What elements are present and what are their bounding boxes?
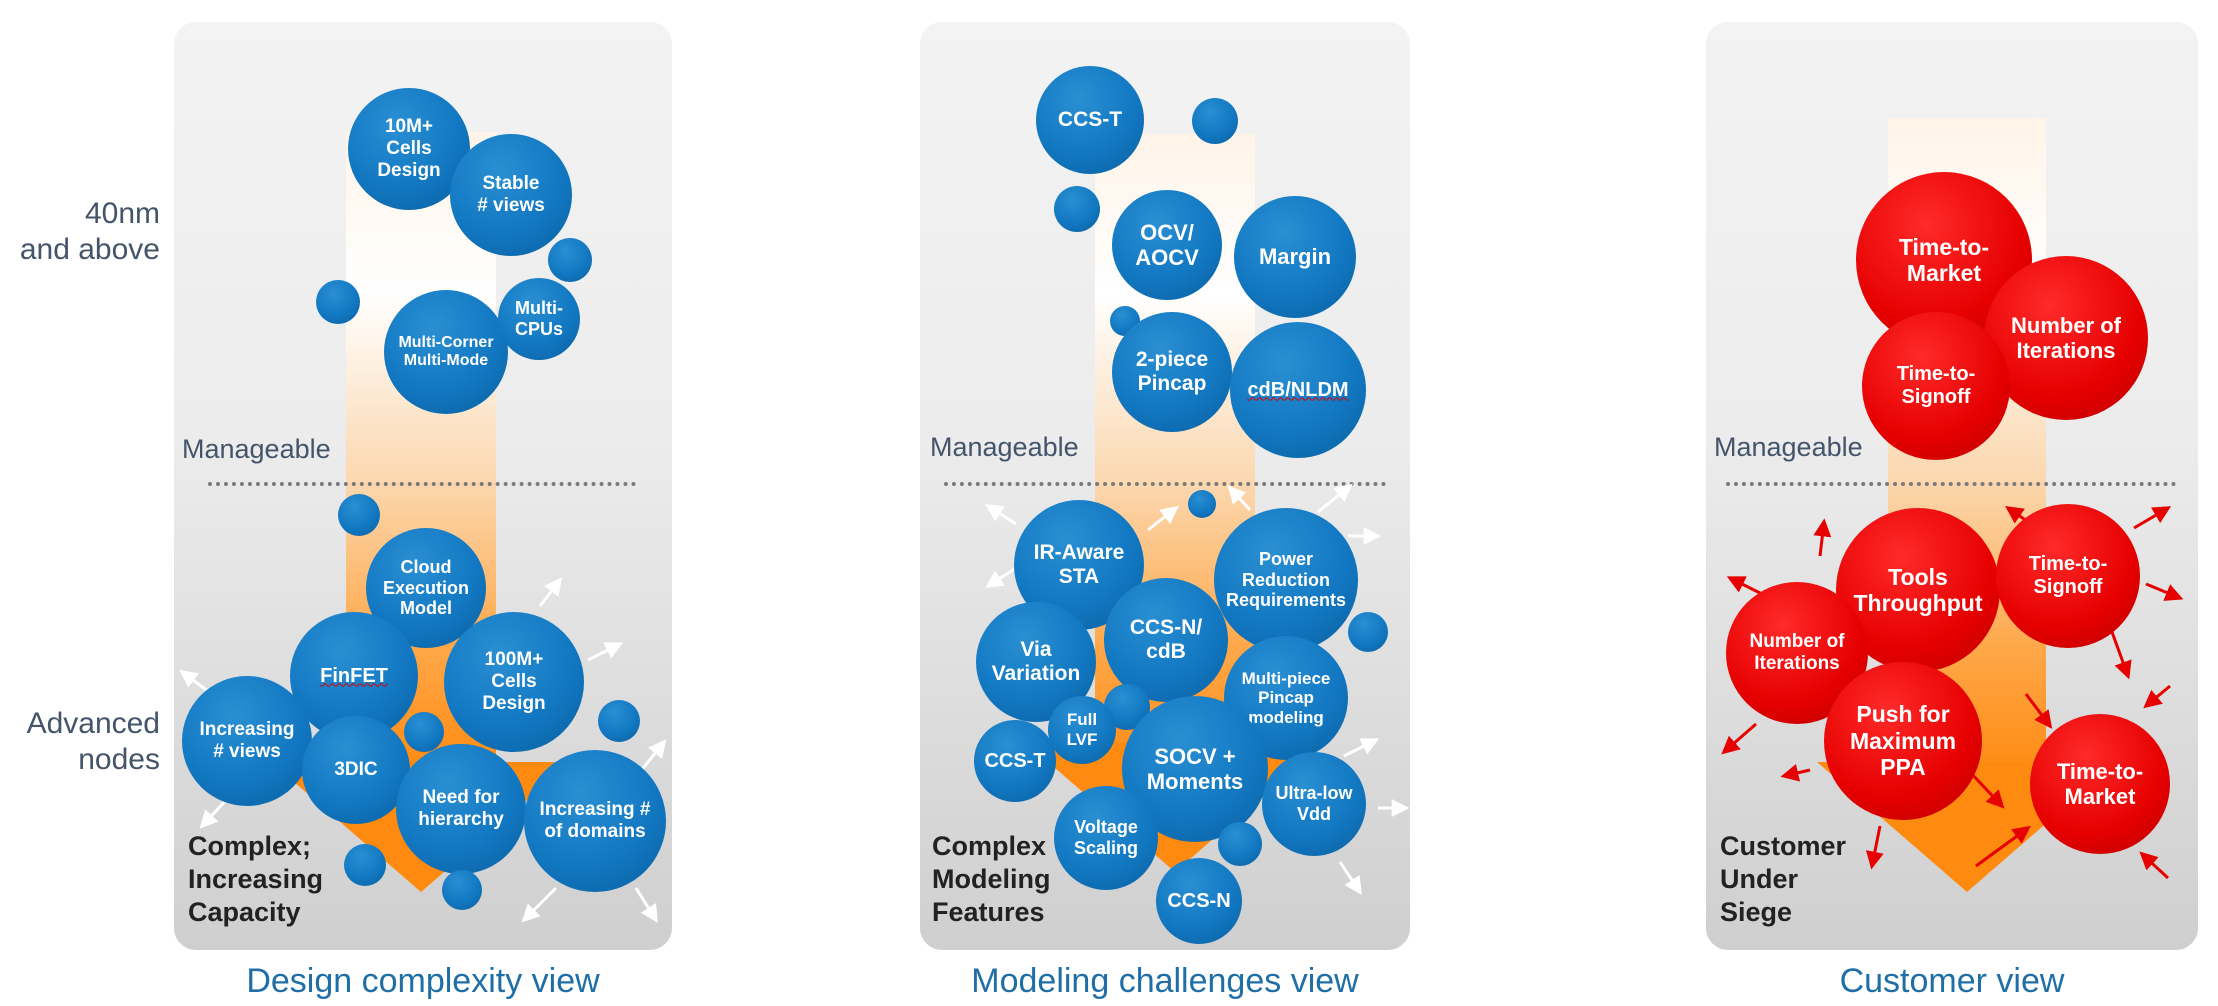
bubble-ccs-n-cdb: CCS-N/ cdB <box>1104 578 1228 702</box>
bubble-ultra-low-vdd: Ultra-low Vdd <box>1262 752 1366 856</box>
bubble-ccs-n: CCS-N <box>1156 858 1242 944</box>
bubble-voltage-scaling: Voltage Scaling <box>1054 786 1158 890</box>
bubble-2-piece-pincap: 2-piece Pincap <box>1112 312 1232 432</box>
bubble-100m-cells-design: 100M+ Cells Design <box>444 612 584 752</box>
2-piece-pincap-label: 2-piece Pincap <box>1135 347 1209 395</box>
bubble-multi-corner-multi-mode: Multi-Corner Multi-Mode <box>384 290 508 414</box>
bubble-10m-cells-design: 10M+ Cells Design <box>348 88 470 210</box>
small-bubble <box>1054 186 1100 232</box>
small-bubble <box>344 844 386 886</box>
bubble-increasing-domains: Increasing # of domains <box>524 750 666 892</box>
small-bubble <box>338 494 380 536</box>
small-bubble <box>316 280 360 324</box>
panel-corner-label: Complex; Increasing Capacity <box>188 831 324 927</box>
small-bubble <box>1192 98 1238 144</box>
bubble-push-for-maximum-ppa: Push for Maximum PPA <box>1824 662 1982 820</box>
small-bubble <box>598 700 640 742</box>
bubble-margin: Margin <box>1234 196 1356 318</box>
small-bubble <box>404 712 444 752</box>
bubble-time-to-signoff-top: Time-to- Signoff <box>1862 312 2010 460</box>
small-bubble <box>548 238 592 282</box>
bubble-ccs-t-bottom: CCS-T <box>974 720 1056 802</box>
small-bubble <box>1348 612 1388 652</box>
manageable-divider <box>208 482 636 486</box>
bubble-time-to-market: Time-to- Market <box>2030 714 2170 854</box>
manageable-label: Manageable <box>930 432 1079 462</box>
manageable-divider <box>1726 482 2176 486</box>
bubble-full-lvf: Full LVF <box>1048 696 1116 764</box>
bubble-ocv-aocv: OCV/ AOCV <box>1112 190 1222 300</box>
caption-design-complexity: Design complexity view <box>246 962 600 1000</box>
small-bubble <box>1218 822 1262 866</box>
manageable-divider <box>944 482 1386 486</box>
manageable-label: Manageable <box>182 434 331 464</box>
label-40nm-and-above: 40nm and above <box>19 197 160 266</box>
bubble-3dic: 3DIC <box>302 716 410 824</box>
manageable-label: Manageable <box>1714 432 1863 462</box>
bubble-power-reduction: Power Reduction Requirements <box>1214 508 1358 652</box>
bubble-multi-cpus: Multi- CPUs <box>498 278 580 360</box>
small-bubble <box>442 870 482 910</box>
panel-corner-label: Customer Under Siege <box>1720 831 1847 927</box>
bubble-ccs-t-top: CCS-T <box>1036 66 1144 174</box>
cdb-nldm-label: cdB/NLDM <box>1247 378 1349 401</box>
bubble-number-of-iterations-top: Number of Iterations <box>1984 256 2148 420</box>
finfet-label: FinFET <box>320 664 388 687</box>
bubble-cdb-nldm: cdB/NLDM <box>1230 322 1366 458</box>
bubble-stable-views: Stable # views <box>450 134 572 256</box>
caption-modeling-challenges: Modeling challenges view <box>971 962 1359 1000</box>
bubble-time-to-signoff: Time-to- Signoff <box>1996 504 2140 648</box>
panel-corner-label: Complex Modeling Features <box>932 831 1051 927</box>
caption-customer: Customer view <box>1839 962 2065 1000</box>
label-advanced-nodes: Advanced nodes <box>26 707 160 776</box>
bubble-need-for-hierarchy: Need for hierarchy <box>396 744 526 874</box>
bubble-increasing-views: Increasing # views <box>182 676 312 806</box>
small-bubble <box>1188 490 1216 518</box>
